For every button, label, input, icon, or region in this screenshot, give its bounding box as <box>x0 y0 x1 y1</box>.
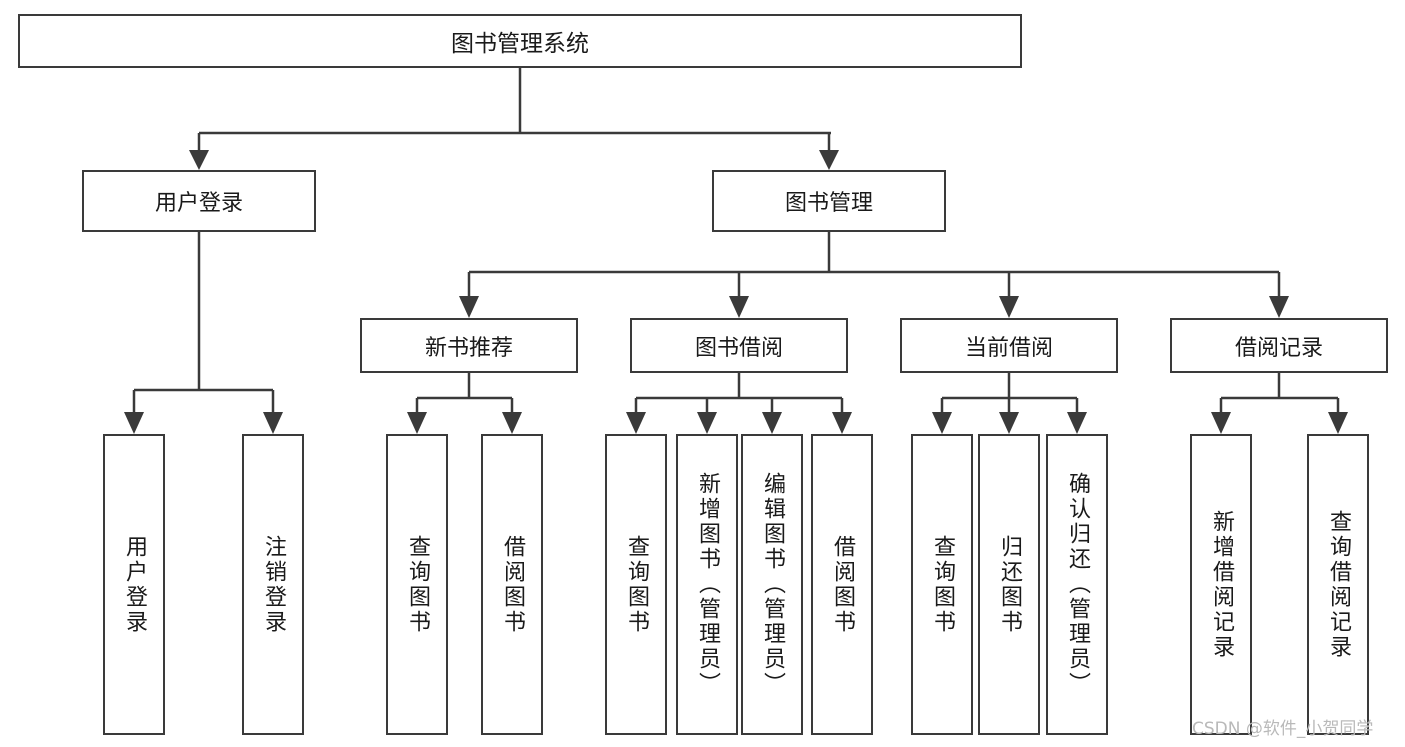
node-label: 借阅记录 <box>1234 335 1323 361</box>
node-leaf-add-borrow-record[interactable]: 新增借阅记录 <box>1190 434 1252 735</box>
node-leaf-query-book-recommend[interactable]: 查询图书 <box>386 434 448 735</box>
node-borrow-record[interactable]: 借阅记录 <box>1170 318 1388 373</box>
node-leaf-edit-book[interactable]: 编辑图书（管理员） <box>741 434 803 735</box>
node-leaf-user-login[interactable]: 用户登录 <box>103 434 165 735</box>
node-book-management[interactable]: 图书管理 <box>712 170 946 232</box>
node-label: 当前借阅 <box>964 335 1053 361</box>
node-label: 图书管理系统 <box>451 31 589 57</box>
node-label: 查询图书 <box>624 534 649 635</box>
node-leaf-add-book[interactable]: 新增图书（管理员） <box>676 434 738 735</box>
node-leaf-borrow-book[interactable]: 借阅图书 <box>811 434 873 735</box>
node-leaf-user-logout[interactable]: 注销登录 <box>242 434 304 735</box>
node-label: 图书管理 <box>784 191 873 216</box>
node-label: 查询图书 <box>405 534 430 635</box>
node-label: 查询借阅记录 <box>1326 509 1351 660</box>
node-label: 新书推荐 <box>424 335 513 361</box>
node-label: 借阅图书 <box>500 534 525 635</box>
node-user-login[interactable]: 用户登录 <box>82 170 316 232</box>
node-label: 确认归还（管理员） <box>1065 472 1090 697</box>
node-label: 用户登录 <box>154 191 243 216</box>
node-label: 编辑图书（管理员） <box>760 472 785 697</box>
node-label: 新增图书（管理员） <box>695 472 720 697</box>
node-book-borrow[interactable]: 图书借阅 <box>630 318 848 373</box>
node-label: 借阅图书 <box>830 534 855 635</box>
node-label: 归还图书 <box>997 534 1022 635</box>
node-current-borrow[interactable]: 当前借阅 <box>900 318 1118 373</box>
node-leaf-query-book-current[interactable]: 查询图书 <box>911 434 973 735</box>
node-label: 注销登录 <box>261 534 286 635</box>
node-new-book-recommend[interactable]: 新书推荐 <box>360 318 578 373</box>
node-label: 用户登录 <box>122 534 147 635</box>
node-leaf-confirm-return[interactable]: 确认归还（管理员） <box>1046 434 1108 735</box>
node-leaf-borrow-book-recommend[interactable]: 借阅图书 <box>481 434 543 735</box>
node-leaf-query-borrow-record[interactable]: 查询借阅记录 <box>1307 434 1369 735</box>
node-root-book-management-system[interactable]: 图书管理系统 <box>18 14 1022 68</box>
node-label: 新增借阅记录 <box>1209 509 1234 660</box>
node-leaf-query-book-borrow[interactable]: 查询图书 <box>605 434 667 735</box>
node-label: 图书借阅 <box>694 335 783 361</box>
node-leaf-return-book[interactable]: 归还图书 <box>978 434 1040 735</box>
node-label: 查询图书 <box>930 534 955 635</box>
